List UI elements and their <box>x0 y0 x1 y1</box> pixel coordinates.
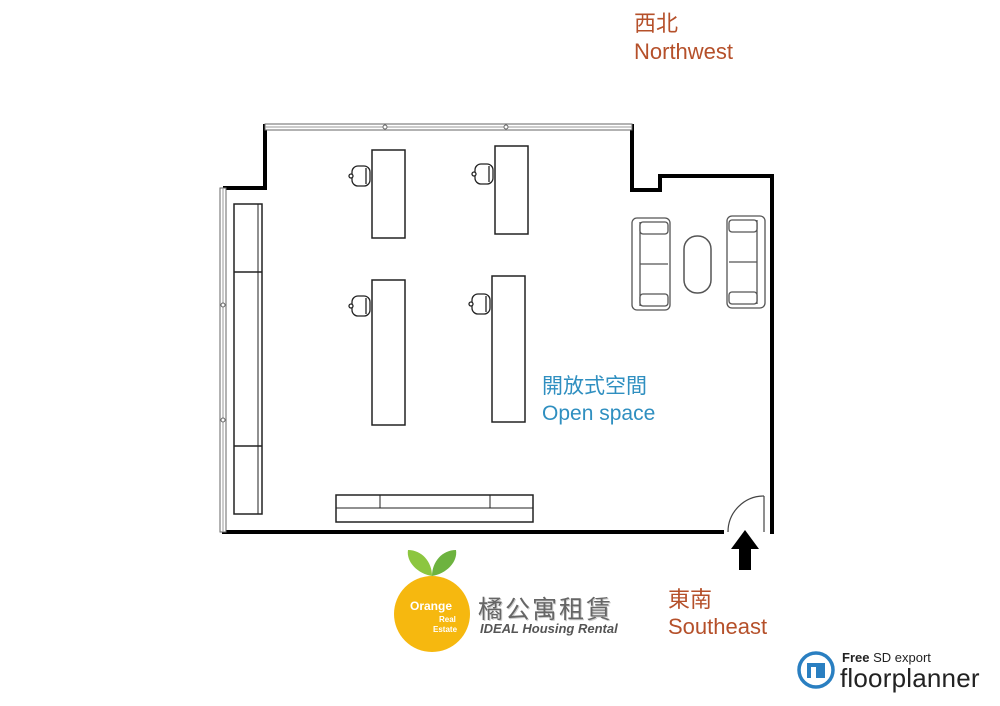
desk-1 <box>371 149 406 239</box>
floorplanner-logo-icon <box>797 651 835 689</box>
orange-logo-text: Orange <box>410 599 453 613</box>
entrance-arrow-icon <box>731 530 759 570</box>
brand-name-en: IDEAL Housing Rental <box>480 621 618 636</box>
sofa-left <box>631 217 671 311</box>
chair-1 <box>348 165 371 187</box>
coffee-table <box>683 235 712 294</box>
watermark-export-line: Free SD export <box>842 650 931 665</box>
door <box>727 495 765 533</box>
desk-2 <box>494 145 529 235</box>
chair-4 <box>468 293 491 315</box>
left-bench <box>233 203 263 515</box>
southeast-label-en: Southeast <box>668 614 768 639</box>
bottom-bench <box>335 494 534 523</box>
top-window <box>264 123 633 131</box>
sofa-right <box>726 215 766 309</box>
chairs <box>348 163 494 317</box>
northwest-label-en: Northwest <box>634 39 734 64</box>
room-label-en: Open space <box>542 402 656 425</box>
watermark-free: Free <box>842 650 870 665</box>
walls <box>222 124 774 534</box>
chair-2 <box>471 163 494 185</box>
room-label-zh: 開放式空間 <box>542 375 647 398</box>
orange-logo-real: Real <box>439 615 456 624</box>
desk-4 <box>491 275 526 423</box>
desk-3 <box>371 279 406 426</box>
northwest-label-zh: 西北 <box>634 11 679 36</box>
southeast-label-zh: 東南 <box>668 587 713 612</box>
chair-3 <box>348 295 371 317</box>
watermark-name: floorplanner <box>840 663 980 693</box>
orange-logo-icon <box>394 550 470 652</box>
desks <box>371 145 529 426</box>
orange-logo-estate: Estate <box>433 625 458 634</box>
left-window <box>219 187 227 533</box>
watermark-export: SD export <box>873 650 931 665</box>
brand-name-zh: 橘公寓租賃 <box>478 596 614 624</box>
